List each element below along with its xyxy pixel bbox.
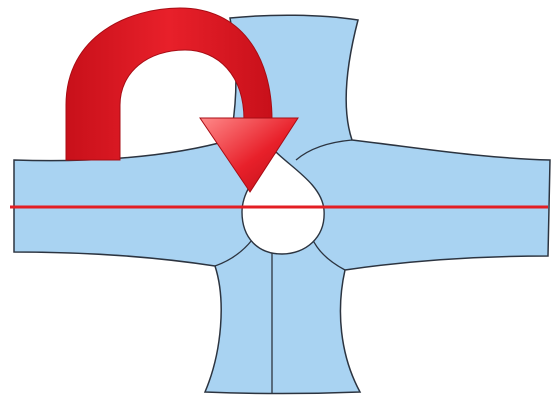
cross-section-diagram <box>0 0 556 401</box>
diagram-canvas <box>0 0 556 401</box>
